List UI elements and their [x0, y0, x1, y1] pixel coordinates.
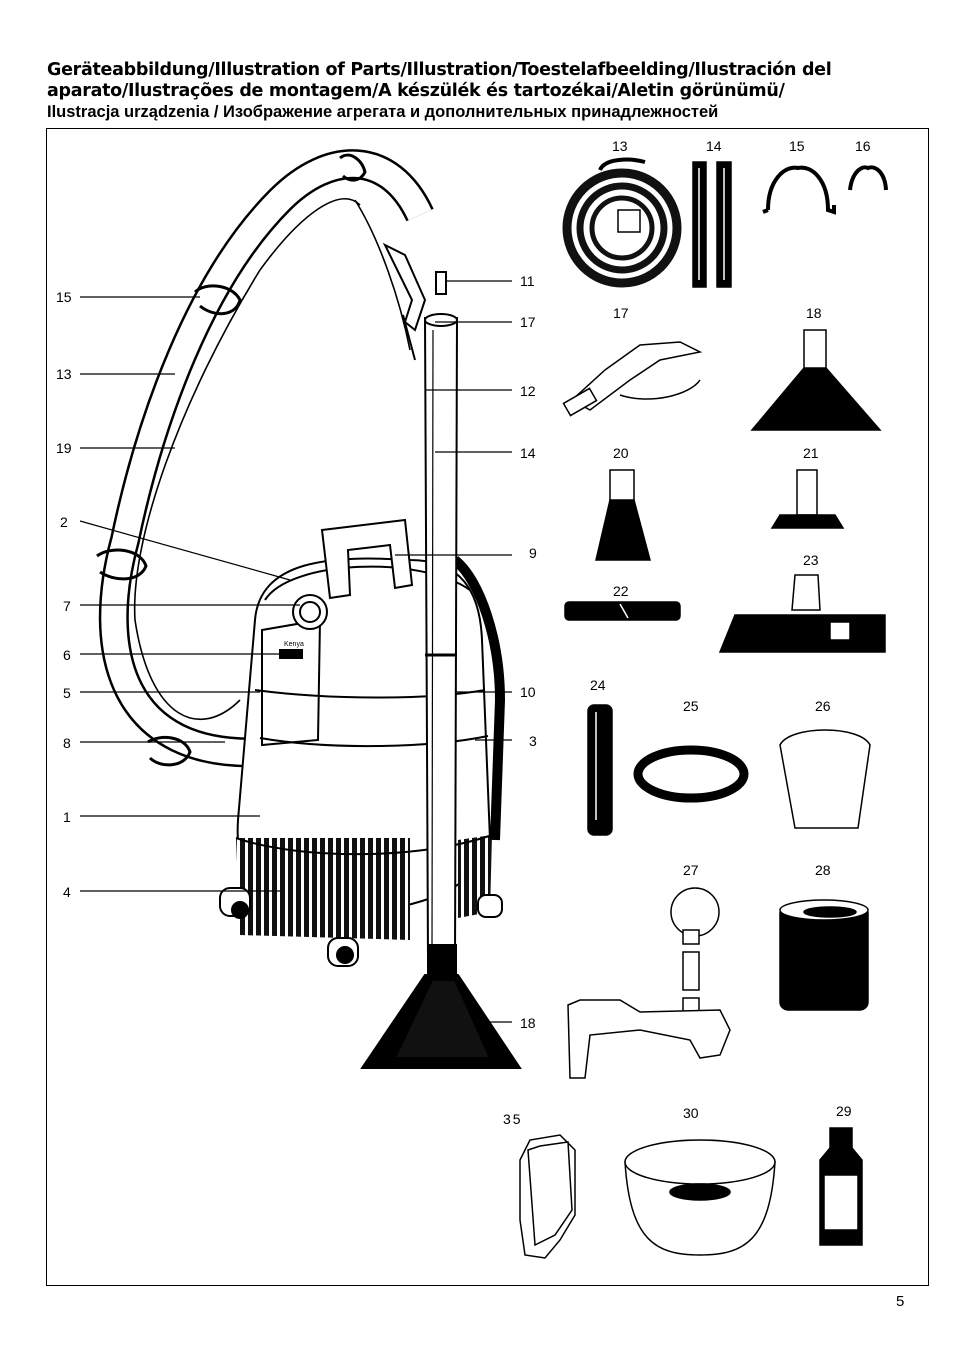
callout-10: 10 [520, 684, 536, 700]
part-label-27: 27 [683, 862, 699, 878]
callout-3: 3 [529, 733, 537, 749]
page-number: 5 [896, 1293, 905, 1310]
part-label-15: 15 [789, 138, 805, 154]
round-nozzle-drawing [770, 469, 845, 529]
callout-1: 1 [63, 809, 71, 825]
spray-handle-drawing [562, 341, 703, 417]
page-header: Geräteabbildung/Illustration of Parts/Il… [47, 60, 927, 122]
part-label-24: 24 [590, 677, 606, 693]
cartridge-filter-drawing [779, 899, 869, 1011]
callout-11: 11 [520, 273, 535, 289]
callout-5: 5 [63, 685, 71, 701]
callout-6: 6 [63, 647, 71, 663]
part-label-18: 18 [806, 305, 822, 321]
callout-labels-right: 11 17 12 14 9 10 3 18 [520, 273, 537, 1031]
part-label-35: 35 [503, 1111, 523, 1127]
hose-clip-small [848, 165, 888, 191]
part-label-17: 17 [613, 305, 629, 321]
floor-brush-strip [564, 601, 681, 621]
callout-8: 8 [63, 735, 71, 751]
part-label-25: 25 [683, 698, 699, 714]
accessory-holder-drawing [567, 887, 731, 1079]
callout-labels-left: 15 13 19 2 7 6 5 8 1 4 [56, 289, 72, 900]
part-label-16: 16 [855, 138, 871, 154]
callout-14: 14 [520, 445, 536, 461]
part-label-29: 29 [836, 1103, 852, 1119]
part-label-30: 30 [683, 1105, 699, 1121]
hose-clip-large [762, 165, 836, 215]
crevice-tube [587, 704, 613, 836]
header-line-1: Geräteabbildung/Illustration of Parts/Il… [47, 60, 832, 80]
callout-leader-lines [79, 280, 512, 1023]
upholstery-nozzle-drawing [595, 469, 651, 561]
part-label-13: 13 [612, 138, 628, 154]
carpet-nozzle-drawing [750, 329, 882, 431]
bowl-drawing [624, 1139, 776, 1256]
callout-15: 15 [56, 289, 72, 305]
part-label-26: 26 [815, 698, 831, 714]
callout-12: 12 [520, 383, 536, 399]
detergent-bottle-drawing [819, 1127, 863, 1246]
floor-nozzle-drawing [718, 574, 886, 653]
callout-2: 2 [60, 514, 68, 530]
vacuum-cleaner-drawing [96, 149, 522, 1069]
callout-9: 9 [529, 545, 537, 561]
header-line-2: aparato/Ilustrações de montagem/A készül… [47, 81, 785, 101]
device-brand-label: Kenya [284, 641, 304, 648]
header-line-3: Ilustracja urządzenia / Изображение агре… [47, 103, 719, 121]
callout-17: 17 [520, 314, 536, 330]
part-label-22: 22 [613, 583, 629, 599]
part-label-14: 14 [706, 138, 722, 154]
callout-18: 18 [520, 1015, 536, 1031]
part-label-28: 28 [815, 862, 831, 878]
foam-filter [779, 729, 871, 829]
sealing-ring [633, 745, 749, 803]
callout-7: 7 [63, 598, 71, 614]
callout-4: 4 [63, 884, 71, 900]
part-label-21: 21 [803, 445, 819, 461]
accessory-parts: 13 14 15 16 17 18 [503, 138, 888, 1259]
illustration-frame [46, 128, 929, 1286]
gloves-drawing [519, 1134, 576, 1259]
coiled-hose-drawing [562, 157, 682, 288]
callout-13: 13 [56, 366, 72, 382]
part-label-20: 20 [613, 445, 629, 461]
part-label-23: 23 [803, 552, 819, 568]
callout-19: 19 [56, 440, 72, 456]
